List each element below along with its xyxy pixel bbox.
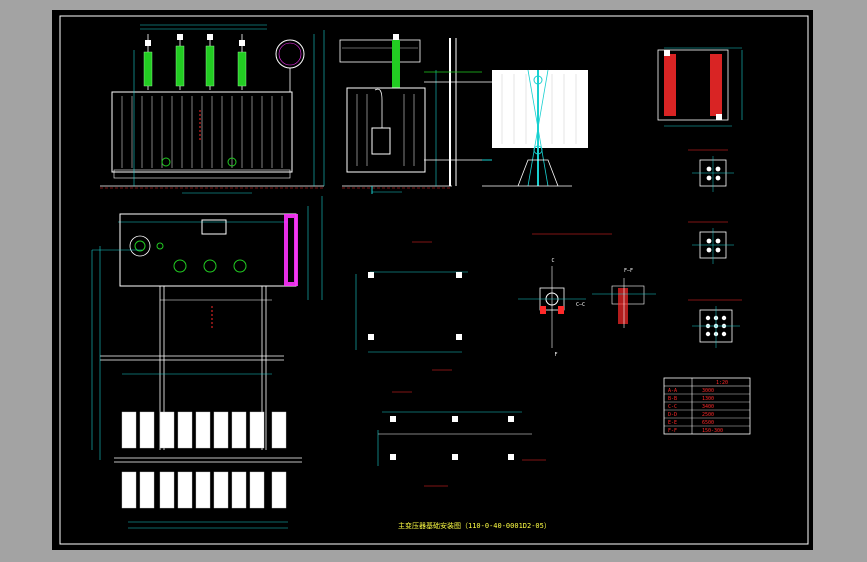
section-ff-label: F—F — [624, 268, 633, 274]
table-row-value: 2500 — [702, 412, 714, 418]
transformer-front-elevation — [100, 24, 325, 194]
transformer-side-elevation — [339, 34, 492, 194]
radiator-structure — [482, 69, 588, 187]
anchor-detail-top — [657, 47, 743, 127]
drawing-frame — [59, 15, 809, 545]
table-row-value: 3400 — [702, 404, 714, 410]
drawing-title: 主变压器基础安装图（110-0-40-0001D2-05） — [398, 521, 551, 530]
section-c-detail: C F — [518, 233, 612, 358]
table-row-value: 3000 — [702, 388, 714, 394]
cad-drawing: C F F—F C—C 1:20 A-A 300 — [59, 15, 809, 545]
section-c-label: C — [551, 258, 554, 264]
table-row-label: A-A — [668, 388, 677, 394]
anchor-detail-2 — [688, 221, 734, 264]
anchor-detail-1 — [688, 149, 734, 192]
drawing-sheet: C F F—F C—C 1:20 A-A 300 — [52, 10, 813, 550]
anchor-plan-square — [355, 241, 468, 371]
table-row-value: 6500 — [702, 420, 714, 426]
table-row-value: 1300 — [702, 396, 714, 402]
table-row-label: D-D — [668, 412, 677, 418]
section-cc-label: C—C — [576, 302, 585, 308]
table-row-label: E-E — [668, 420, 677, 426]
equipment-row-lower — [121, 471, 287, 509]
section-ff-detail: F—F C—C — [576, 268, 656, 328]
foundation-plan-view — [92, 196, 323, 330]
anchor-detail-3 — [688, 299, 742, 348]
table-row-label: B-B — [668, 396, 677, 402]
table-row-value: 150-300 — [702, 428, 723, 434]
parameter-table: 1:20 A-A 3000 B-B 1300 C-C 3400 D-D 2500… — [663, 377, 751, 435]
table-header: 1:20 — [716, 380, 728, 386]
section-f-label: F — [554, 352, 557, 358]
rail-anchor-plan — [377, 391, 546, 487]
table-row-label: C-C — [668, 404, 677, 410]
table-row-label: F-F — [668, 428, 677, 434]
equipment-row-upper — [121, 411, 287, 449]
